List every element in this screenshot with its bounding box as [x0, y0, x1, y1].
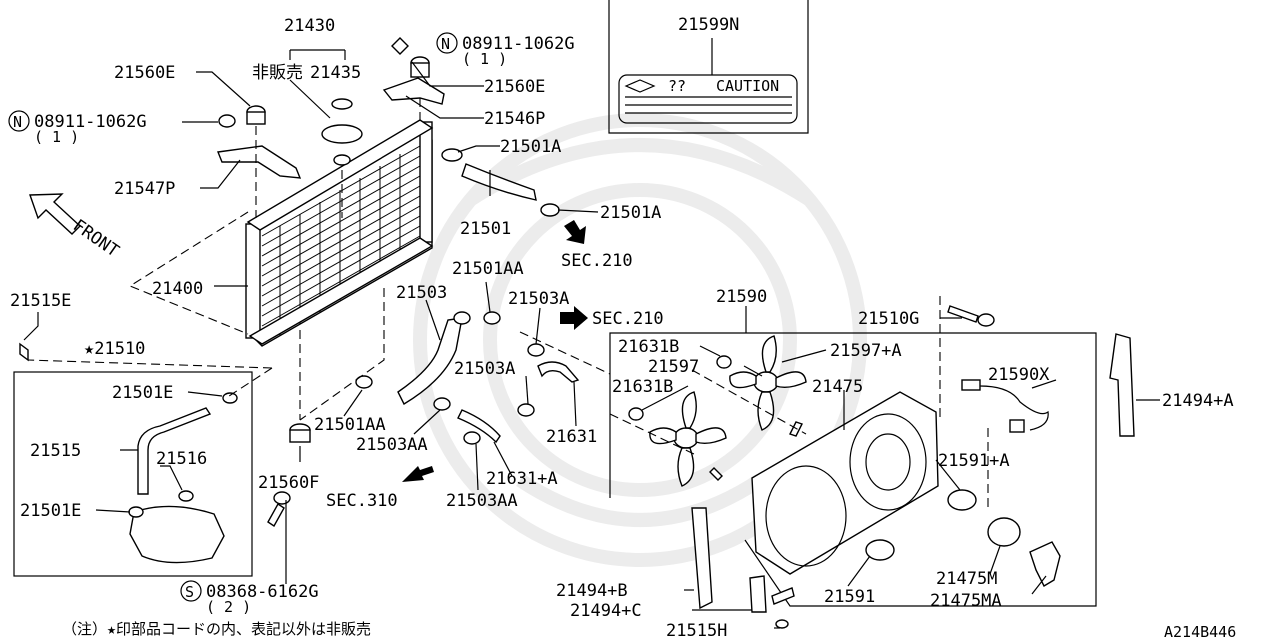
label-not-sold: 非販売	[252, 63, 303, 83]
caution-text: CAUTION	[716, 77, 779, 95]
label-21560F: 21560F	[258, 473, 319, 493]
label-21515E: 21515E	[10, 291, 71, 311]
label-21501E-1: 21501E	[112, 383, 173, 403]
sec-arrows	[402, 220, 588, 482]
label-21560E-left: 21560E	[114, 63, 175, 83]
label-21494A: 21494+A	[1162, 391, 1234, 411]
label-21590X: 21590X	[988, 365, 1050, 385]
label-21631B-2: 21631B	[612, 377, 673, 397]
dashed-guide-lines	[27, 98, 989, 510]
label-sec210-a: SEC.210	[561, 251, 633, 271]
label-21501: 21501	[460, 219, 511, 239]
wire-harness-21590X	[961, 379, 1049, 433]
label-21510G: 21510G	[858, 309, 919, 329]
circled-letters: N N S	[8, 32, 458, 602]
label-sec310: SEC.310	[326, 491, 398, 511]
label-21590: 21590	[716, 287, 767, 307]
label-21631A: 21631+A	[486, 469, 558, 489]
radiator-cap-21430	[321, 98, 363, 166]
label-21503: 21503	[396, 283, 447, 303]
label-21631B-1: 21631B	[618, 337, 679, 357]
label-21435: 21435	[310, 63, 361, 83]
mount-bracket-21547P	[217, 105, 302, 179]
watermark-emblem	[413, 113, 867, 567]
front-arrow: FRONT	[29, 193, 123, 262]
label-21501E-2: 21501E	[20, 501, 81, 521]
label-bolt-left: 08911-1062G	[34, 112, 147, 132]
reservoir-group-21510	[13, 342, 253, 577]
label-21503AA-2: 21503AA	[446, 491, 518, 511]
label-sec210-b: SEC.210	[592, 309, 664, 329]
label-21501A-1: 21501A	[500, 137, 561, 157]
label-bolt-top: 08911-1062G	[462, 34, 575, 54]
circle-N-left: N	[13, 113, 22, 131]
upper-hose-21501	[441, 148, 560, 217]
part-label-21599N: 21599N	[678, 15, 739, 35]
label-21547P: 21547P	[114, 179, 175, 199]
label-21597: 21597	[648, 357, 699, 377]
label-21475: 21475	[812, 377, 863, 397]
label-21475M: 21475M	[936, 569, 997, 589]
label-21501A-2: 21501A	[600, 203, 661, 223]
leader-lines	[23, 49, 1160, 629]
label-21546P: 21546P	[484, 109, 545, 129]
fan-blade-21597	[729, 335, 807, 431]
label-screw-qty: ( 2 )	[206, 598, 251, 616]
clip-21510G	[771, 305, 995, 629]
label-qty-left: ( 1 )	[34, 128, 79, 146]
mount-bracket-21546P	[382, 37, 445, 105]
label-21597A: 21597+A	[830, 341, 902, 361]
fan-blade-21631B	[649, 391, 727, 487]
fan-assembly-21590	[609, 332, 1097, 607]
circle-N-top: N	[441, 35, 450, 53]
label-21475MA: 21475MA	[930, 591, 1002, 611]
caution-marks: ??	[668, 77, 686, 95]
fan-motor-21591	[865, 489, 1061, 587]
front-label: FRONT	[69, 216, 122, 262]
label-21400: 21400	[152, 279, 203, 299]
label-21503A-2: 21503A	[454, 359, 515, 379]
label-21560E-top: 21560E	[484, 77, 545, 97]
fan-shroud-21475	[751, 391, 939, 575]
radiator-21400	[245, 119, 434, 347]
label-qty-top: ( 1 )	[462, 50, 507, 68]
seal-21494C	[749, 575, 767, 613]
label-21591: 21591	[824, 587, 875, 607]
seal-21494B	[691, 507, 713, 610]
label-21494B: 21494+B	[556, 581, 628, 601]
part-labels: 21430 非販売 21435 21560E 08911-1062G ( 1 )…	[10, 16, 1234, 639]
label-21430: 21430	[284, 16, 335, 36]
label-21631: 21631	[546, 427, 597, 447]
label-21501AA-2: 21501AA	[314, 415, 386, 435]
diagram-id: A214B446	[1164, 623, 1236, 639]
label-21510: ★21510	[84, 339, 145, 359]
circle-S: S	[185, 583, 194, 601]
label-21516: 21516	[156, 449, 207, 469]
label-21503AA-1: 21503AA	[356, 435, 428, 455]
label-screw: 08368-6162G	[206, 582, 319, 602]
label-21494C: 21494+C	[570, 601, 642, 621]
label-21515: 21515	[30, 441, 81, 461]
caution-label-group: 21599N ?? CAUTION	[608, 0, 809, 134]
label-21591A: 21591+A	[938, 451, 1010, 471]
label-21501AA-1: 21501AA	[452, 259, 524, 279]
footnote: （注）★印部品コードの内、表記以外は非販売	[62, 620, 371, 638]
lower-hose-21503	[355, 311, 580, 445]
label-21515H: 21515H	[666, 621, 727, 639]
seal-21494A	[1109, 333, 1135, 437]
label-21503A-1: 21503A	[508, 289, 569, 309]
